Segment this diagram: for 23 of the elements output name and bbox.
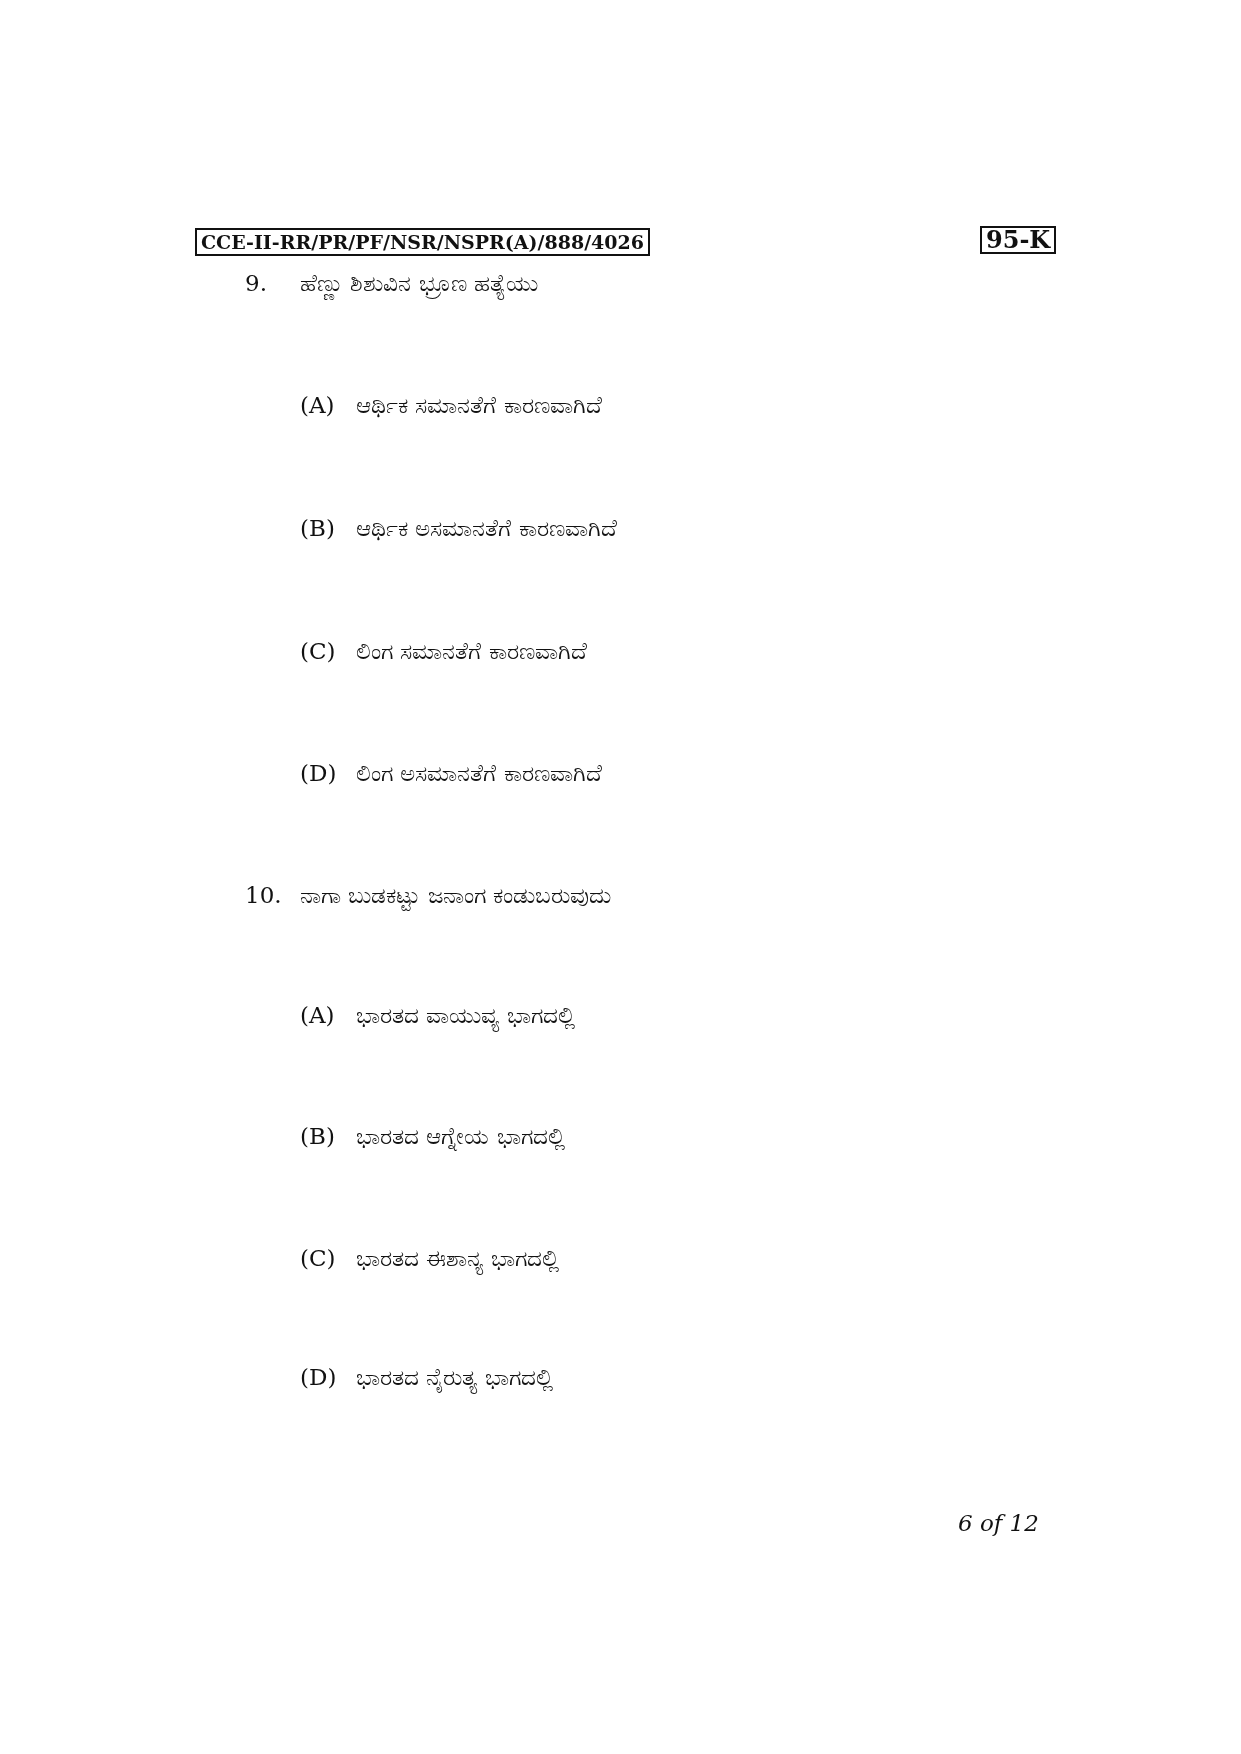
option-text: ಭಾರತದ ವಾಯುವ್ಯ ಭಾಗದಲ್ಲಿ bbox=[356, 1000, 576, 1030]
option-letter: (B) bbox=[300, 1122, 335, 1151]
option-letter: (C) bbox=[300, 637, 336, 666]
question-text: ಹೆಣ್ಣು ಶಿಶುವಿನ ಭ್ರೂಣ ಹತ್ಯೆಯು bbox=[300, 268, 538, 298]
option-letter: (A) bbox=[300, 1001, 335, 1030]
option-text: ಆರ್ಥಿಕ ಅಸಮಾನತೆಗೆ ಕಾರಣವಾಗಿದೆ bbox=[356, 514, 617, 543]
question-number: 9. bbox=[245, 269, 267, 298]
option-letter: (C) bbox=[300, 1244, 336, 1273]
option-text: ಲಿಂಗ ಅಸಮಾನತೆಗೆ ಕಾರಣವಾಗಿದೆ bbox=[356, 759, 602, 788]
option-text: ಆರ್ಥಿಕ ಸಮಾನತೆಗೆ ಕಾರಣವಾಗಿದೆ bbox=[356, 391, 602, 420]
question-text: ನಾಗಾ ಬುಡಕಟ್ಟು ಜನಾಂಗ ಕಂಡುಬರುವುದು bbox=[300, 880, 611, 910]
option-text: ಲಿಂಗ ಸಮಾನತೆಗೆ ಕಾರಣವಾಗಿದೆ bbox=[356, 637, 587, 666]
option-letter: (D) bbox=[300, 759, 337, 788]
option-text: ಭಾರತದ ಆಗ್ನೇಯ ಭಾಗದಲ್ಲಿ bbox=[356, 1122, 566, 1151]
page-number: 6 of 12 bbox=[958, 1509, 1039, 1538]
exam-code: CCE-II-RR/PR/PF/NSR/NSPR(A)/888/4026 bbox=[195, 228, 650, 256]
option-letter: (D) bbox=[300, 1363, 337, 1392]
paper-code: 95-K bbox=[980, 226, 1057, 254]
option-letter: (B) bbox=[300, 514, 335, 543]
option-text: ಭಾರತದ ನೈರುತ್ಯ ಭಾಗದಲ್ಲಿ bbox=[356, 1362, 554, 1392]
option-letter: (A) bbox=[300, 391, 335, 420]
question-number: 10. bbox=[245, 881, 282, 910]
option-text: ಭಾರತದ ಈಶಾನ್ಯ ಭಾಗದಲ್ಲಿ bbox=[356, 1243, 560, 1273]
